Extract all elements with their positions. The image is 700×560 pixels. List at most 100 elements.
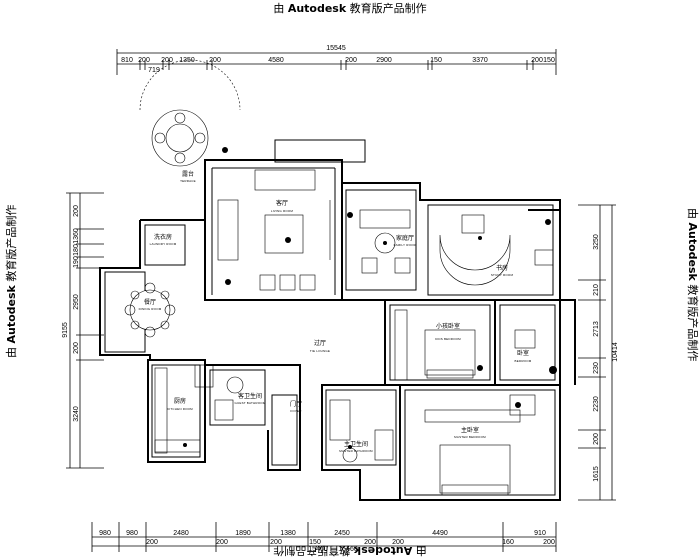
room-label-master-bath: 主卫生间 bbox=[344, 440, 368, 448]
left-dim-5: 2950 bbox=[73, 294, 80, 310]
dining-table bbox=[129, 289, 171, 331]
room-label-terrace: 露台 bbox=[182, 170, 194, 178]
room-label-bedroom-en: BEDROOM bbox=[515, 359, 532, 363]
bottom-dim-6: 2450 bbox=[334, 530, 350, 537]
room-label-laundry: 洗衣房 bbox=[154, 233, 172, 241]
top-dim-1: 810 bbox=[121, 57, 133, 64]
furniture bbox=[124, 59, 554, 496]
room-label-family: 家庭厅 bbox=[396, 234, 414, 242]
bottom-overlap-1: 15460 bbox=[308, 546, 328, 553]
watermark-top: 由 Autodesk 教育版产品制作 bbox=[273, 2, 427, 15]
room-label-family-en: FAMILY ROOM bbox=[394, 243, 417, 247]
bottom-sub-2: 200 bbox=[216, 539, 228, 546]
room-label-study-en: STUDY ROOM bbox=[491, 273, 514, 277]
room-label-kitchen-en: KITCHEN ROOM bbox=[167, 407, 193, 411]
room-label-master-bed-en: MASTER BEDROOM bbox=[454, 435, 486, 439]
room-label-laundry-en: LAUNDRY ROOM bbox=[150, 242, 177, 246]
plant-decorations bbox=[183, 147, 557, 449]
left-dim-3: 180 bbox=[73, 244, 80, 256]
top-dim-4: 200 bbox=[161, 57, 173, 64]
left-dim-2: 1360 bbox=[73, 228, 80, 244]
terrace-table bbox=[151, 109, 209, 167]
bottom-sub-1: 200 bbox=[146, 539, 158, 546]
room-label-lounge: 过厅 bbox=[314, 339, 326, 347]
room-label-study: 书房 bbox=[496, 264, 508, 272]
bottom-dim-3: 2480 bbox=[173, 530, 189, 537]
bottom-sub-4: 150 bbox=[309, 539, 321, 546]
top-dim-11: 3370 bbox=[472, 57, 488, 64]
study-desk bbox=[439, 234, 511, 286]
top-dim-3: 719 bbox=[148, 67, 160, 74]
bottom-sub-7: 160 bbox=[502, 539, 514, 546]
left-dim-1: 200 bbox=[73, 205, 80, 217]
top-dimension-text: 15545 810 200 719 200 1350 200 4580 200 … bbox=[121, 45, 555, 74]
master-bed bbox=[439, 444, 511, 494]
right-dim-6: 200 bbox=[593, 433, 600, 445]
room-label-foyer: 门厅 bbox=[290, 400, 302, 408]
room-label-kitchen: 厨房 bbox=[174, 397, 186, 405]
bottom-dim-2: 980 bbox=[126, 530, 138, 537]
bottom-dimension-lines bbox=[91, 522, 557, 552]
right-dim-3: 2713 bbox=[593, 321, 600, 337]
top-dim-6: 200 bbox=[209, 57, 221, 64]
top-dimension-lines bbox=[116, 49, 557, 75]
room-label-foyer-en: FOYER bbox=[290, 409, 302, 413]
coffee-table bbox=[264, 214, 304, 254]
left-dim-4: 190 bbox=[73, 256, 80, 268]
left-dim-6: 200 bbox=[73, 342, 80, 354]
bottom-dim-4: 1890 bbox=[235, 530, 251, 537]
room-labels: 露台 TERRACE 客厅 LIVING ROOM 家庭厅 FAMILY ROO… bbox=[139, 170, 532, 453]
left-dim-7: 3240 bbox=[73, 406, 80, 422]
right-dim-1: 3250 bbox=[593, 234, 600, 250]
room-label-dining-en: DINING ROOM bbox=[139, 307, 162, 311]
kids-bed bbox=[424, 329, 476, 376]
right-dimension-lines bbox=[578, 204, 616, 501]
room-label-guest-bath: 客卫生间 bbox=[238, 392, 262, 400]
room-label-master-bath-en: MASTER BATHROOM bbox=[339, 449, 373, 453]
bottom-sub-3: 200 bbox=[270, 539, 282, 546]
left-dimension-text: 9155 200 1360 180 190 2950 200 3240 bbox=[62, 205, 80, 422]
bottom-sub-8: 200 bbox=[543, 539, 555, 546]
right-dim-5: 2230 bbox=[593, 396, 600, 412]
family-sofa bbox=[359, 209, 411, 229]
room-label-living: 客厅 bbox=[276, 199, 288, 207]
room-label-kids: 小孩卧室 bbox=[436, 322, 460, 330]
left-total-dimension: 9155 bbox=[62, 322, 69, 338]
top-dim-13: 150 bbox=[543, 57, 555, 64]
bottom-dimension-text: 980 980 2480 1890 1380 2450 4490 910 200… bbox=[99, 530, 555, 553]
room-label-terrace-en: TERRACE bbox=[180, 179, 196, 183]
room-label-guest-bath-en: GUEST BATHROOM bbox=[234, 401, 265, 405]
right-dimension-text: 10414 3250 210 2713 230 2230 200 1615 bbox=[593, 234, 619, 482]
top-dim-10: 150 bbox=[430, 57, 442, 64]
room-label-master-bed: 主卧室 bbox=[461, 426, 479, 434]
top-dim-2: 200 bbox=[138, 57, 150, 64]
bottom-dim-1: 980 bbox=[99, 530, 111, 537]
living-sofa bbox=[254, 169, 316, 191]
top-total-dimension: 15545 bbox=[326, 45, 346, 52]
room-label-bedroom: 卧室 bbox=[517, 349, 529, 357]
right-dim-7: 1615 bbox=[593, 466, 600, 482]
room-label-kids-en: KIDS BEDROOM bbox=[435, 337, 461, 341]
bottom-dim-8: 910 bbox=[534, 530, 546, 537]
top-dim-7: 4580 bbox=[268, 57, 284, 64]
bottom-dim-5: 1380 bbox=[280, 530, 296, 537]
bottom-overlap-2: 15460 bbox=[338, 546, 358, 553]
top-dim-5: 1350 bbox=[179, 57, 195, 64]
room-label-living-en: LIVING ROOM bbox=[271, 209, 294, 213]
right-dim-4: 230 bbox=[593, 362, 600, 374]
top-dim-9: 2900 bbox=[376, 57, 392, 64]
exterior-walls bbox=[99, 159, 576, 501]
right-total-dimension: 10414 bbox=[612, 342, 619, 362]
room-label-dining: 餐厅 bbox=[144, 298, 156, 306]
left-dimension-lines bbox=[66, 192, 104, 469]
right-dim-2: 210 bbox=[593, 284, 600, 296]
top-dim-8: 200 bbox=[345, 57, 357, 64]
bottom-sub-6: 200 bbox=[392, 539, 404, 546]
bottom-sub-5: 200 bbox=[364, 539, 376, 546]
room-label-lounge-en: TIE LOUNGE bbox=[310, 349, 330, 353]
top-dim-12: 200 bbox=[531, 57, 543, 64]
interior-partitions bbox=[104, 139, 556, 496]
bottom-dim-7: 4490 bbox=[432, 530, 448, 537]
